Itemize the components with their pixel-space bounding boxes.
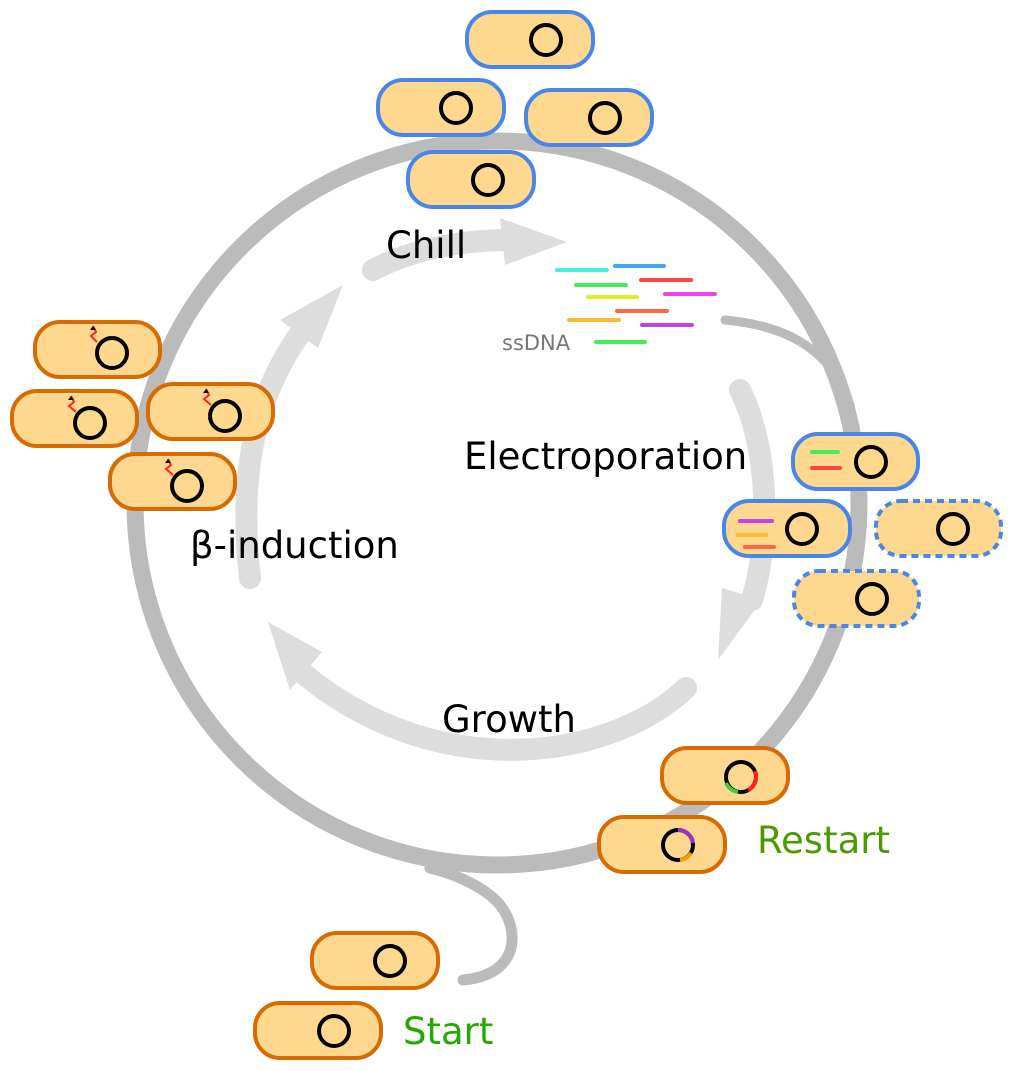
- bacterium-cell: [253, 1001, 383, 1060]
- modified-bacterium-cell: [597, 815, 727, 874]
- growth-arrowhead: [268, 622, 322, 690]
- restart-label: Restart: [757, 819, 890, 862]
- electroporation-arrowhead: [718, 588, 762, 660]
- plasmid-icon: [95, 336, 129, 370]
- electroporation-label: Electroporation: [464, 435, 747, 478]
- plasmid-icon: [170, 469, 204, 503]
- bacterium-cell: [376, 78, 506, 137]
- chill-cells: [376, 10, 654, 209]
- bacterium-cell: [406, 150, 536, 209]
- restart-cells: [597, 746, 790, 874]
- plasmid-icon: [373, 944, 407, 978]
- plasmid-icon: [855, 582, 889, 616]
- beta-induction-label: β-induction: [190, 524, 399, 567]
- ssdna-label: ssDNA: [502, 331, 571, 355]
- plasmid-icon: [529, 23, 563, 57]
- growth-label: Growth: [442, 698, 576, 741]
- growth-arrow-shaft: [294, 664, 697, 761]
- ssdna-feed-path: [720, 315, 855, 410]
- inner-arrowheads: [268, 218, 762, 690]
- plasmid-icon: [588, 101, 622, 135]
- ssdna-strands: [555, 264, 717, 344]
- electroporation-cells: [722, 432, 1003, 628]
- induced-bacterium-cell: [10, 389, 139, 448]
- chill-arrow-shaft: [362, 229, 521, 281]
- start-entry-path: [424, 862, 518, 986]
- bacterium-cell: [465, 10, 595, 69]
- start-cells: [253, 931, 440, 1060]
- induced-bacterium-cell: [108, 452, 237, 511]
- chill-arrowhead: [500, 218, 567, 265]
- plasmid-icon: [73, 406, 107, 440]
- bacterium-cell-with-ssdna: [791, 432, 920, 491]
- beta-induction-cells: [10, 320, 275, 511]
- electroporation-arrow-shaft: [729, 379, 776, 611]
- beta-induction-arrowhead: [280, 285, 343, 348]
- plasmid-icon: [854, 445, 888, 479]
- induced-bacterium-cell: [146, 382, 275, 441]
- bacterium-cell: [524, 88, 654, 147]
- bacterium-cell: [310, 931, 440, 990]
- plasmid-icon: [317, 1014, 351, 1048]
- plasmid-icon: [471, 163, 505, 197]
- dead-bacterium-cell: [874, 499, 1003, 558]
- chill-label: Chill: [386, 224, 466, 267]
- bacterium-cell-with-ssdna: [722, 499, 852, 558]
- induced-bacterium-cell: [33, 320, 162, 379]
- plasmid-icon: [785, 512, 819, 546]
- plasmid-icon: [936, 512, 970, 546]
- dead-bacterium-cell: [792, 569, 921, 628]
- plasmid-icon: [439, 91, 473, 125]
- start-label: Start: [403, 1010, 493, 1053]
- plasmid-icon: [208, 399, 242, 433]
- modified-bacterium-cell: [660, 746, 790, 805]
